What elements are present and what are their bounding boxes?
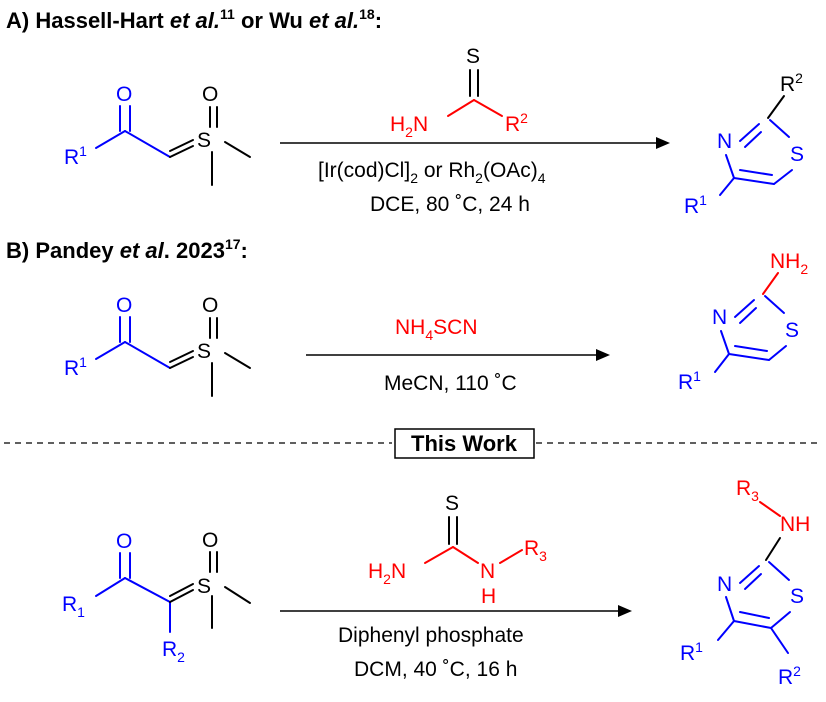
product-r1-label: R1 (684, 192, 707, 218)
carbonyl-oxygen-label: O (116, 530, 132, 553)
section-c-reagent-thiourea: S H2N N H R3 (368, 492, 547, 608)
amino-group-label: NH2 (770, 250, 808, 277)
substituted-nitrogen-label: N (480, 560, 495, 583)
reagent-label-b: NH4SCN (395, 316, 477, 343)
r3-substituent-label: R3 (524, 537, 547, 564)
section-b-product-aminothiazole: N S NH2 R1 (678, 250, 808, 394)
sulfur-label: S (197, 575, 211, 598)
product-r2-label: R2 (778, 663, 801, 689)
ring-nitrogen-label: N (717, 130, 732, 153)
carbonyl-oxygen-label: O (116, 83, 132, 106)
ring-sulfur-label: S (785, 319, 799, 342)
section-b-reactant-ylide: O S O R1 (64, 294, 251, 397)
this-work-box (394, 428, 535, 459)
product-r1-label: R1 (678, 368, 701, 394)
ring-nitrogen-label: N (712, 306, 727, 329)
thione-sulfur-label: S (466, 45, 480, 68)
sulfoxide-oxygen-label: O (202, 529, 218, 552)
section-a-product-thiazole: N S R2 R1 (684, 70, 804, 218)
section-c-product-aminothiazole: N S NH R3 R1 R2 (680, 477, 810, 689)
amine-label: H2N (390, 113, 428, 140)
conditions-label-c: DCM, 40 ˚C, 16 h (354, 658, 517, 681)
r2-substituent-label: R2 (505, 110, 528, 136)
product-r1-label: R1 (680, 639, 703, 665)
product-r2-label: R2 (780, 70, 803, 96)
sulfoxide-oxygen-label: O (202, 294, 218, 317)
arrowhead-a (656, 137, 670, 149)
sulfur-label: S (197, 129, 211, 152)
sulfoxide-oxygen-label: O (202, 83, 218, 106)
ring-sulfur-label: S (790, 585, 804, 608)
r1-substituent-label: R1 (64, 143, 87, 169)
section-c-reactant-ylide: O S O R1 R2 (62, 529, 251, 665)
arrowhead-b (596, 349, 610, 361)
sulfur-label: S (197, 340, 211, 363)
r1-substituent-label: R1 (62, 593, 85, 620)
section-a-heading: A) Hassell-Hart et al.11 or Wu et al.18: (6, 6, 382, 33)
catalyst-label-a: [Ir(cod)Cl]2 or Rh2(OAc)4 (318, 159, 546, 186)
ring-sulfur-label: S (790, 143, 804, 166)
r1-substituent-label: R1 (64, 354, 87, 380)
ring-nitrogen-label: N (717, 573, 732, 596)
conditions-label-a: DCE, 80 ˚C, 24 h (370, 193, 530, 216)
r2-substituent-label: R2 (162, 638, 185, 665)
thione-sulfur-label: S (445, 492, 459, 515)
nitrogen-hydrogen-label: H (481, 585, 496, 608)
catalyst-label-c: Diphenyl phosphate (338, 624, 524, 647)
section-a-reactant-ylide: O S O R1 (64, 83, 251, 186)
amine-label: H2N (368, 560, 406, 587)
nh-group-label: NH (780, 513, 810, 536)
arrowhead-c (618, 605, 632, 617)
carbonyl-oxygen-label: O (116, 294, 132, 317)
product-r3-label: R3 (736, 477, 759, 504)
conditions-label-b: MeCN, 110 ˚C (384, 372, 517, 395)
section-a-reagent-thioamide: S H2N R2 (390, 45, 528, 140)
section-b-heading: B) Pandey et al. 202317: (6, 236, 248, 263)
this-work-label: This Work (411, 431, 518, 456)
